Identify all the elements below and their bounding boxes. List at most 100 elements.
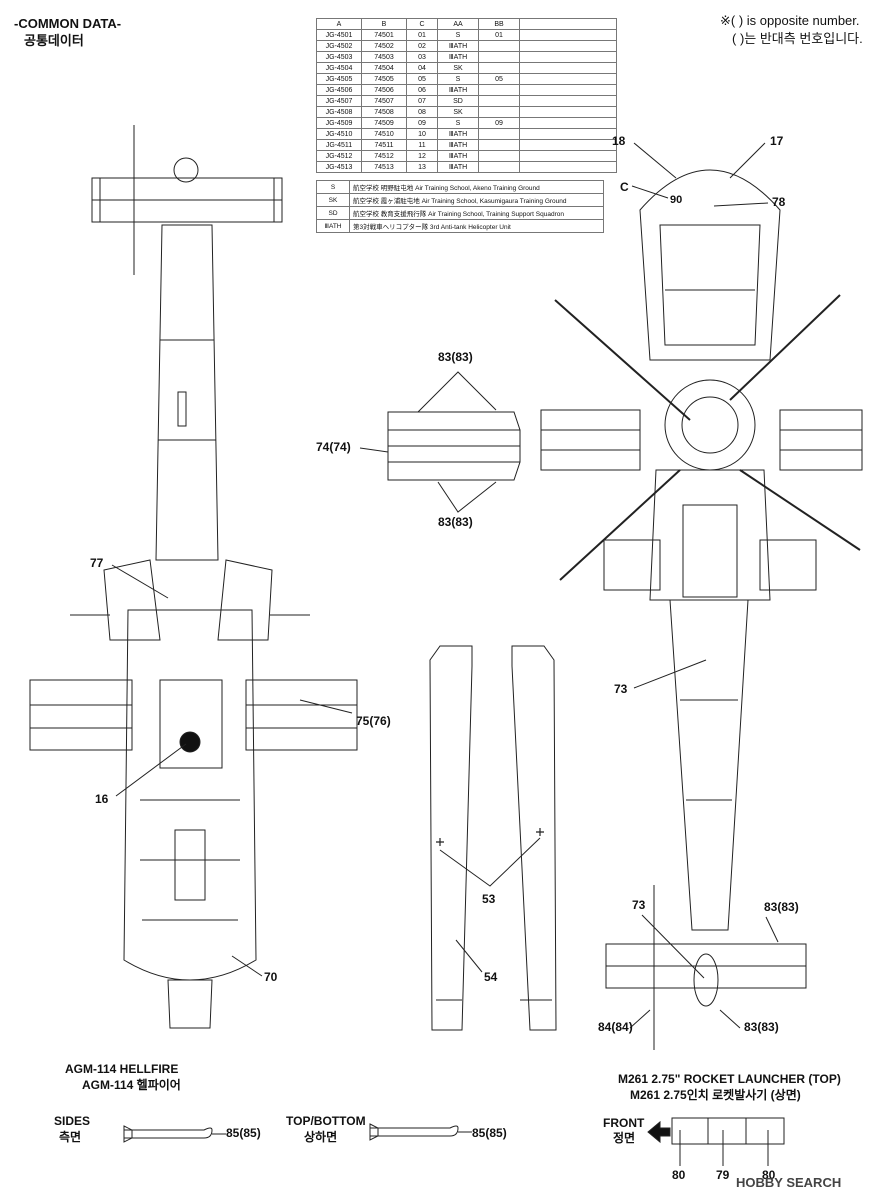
callout-16: 16	[95, 792, 109, 806]
header-title-ko: 공통데이터	[24, 33, 84, 48]
leader-77	[111, 564, 169, 599]
left-engine	[103, 559, 161, 641]
leader-84	[629, 1009, 651, 1029]
cockpit-canopy	[639, 169, 781, 361]
callout-18: 18	[612, 134, 626, 148]
legend-desc: 第3対戦車ヘリコプター隊 3rd Anti-tank Helicopter Un…	[349, 219, 604, 233]
callout-84: 84(84)	[598, 1020, 633, 1034]
rocket-title-ko: M261 2.75인치 로켓발사기 (상면)	[630, 1088, 801, 1102]
leader-73-top	[633, 659, 707, 689]
rocket-launcher-top	[671, 1117, 785, 1145]
sides-label-ko: 측면	[59, 1130, 82, 1144]
code-table-blank	[519, 161, 617, 173]
leader-18	[633, 142, 677, 179]
right-stub-wing	[245, 679, 358, 751]
leader-c	[631, 185, 669, 199]
left-stub-wing	[29, 679, 133, 751]
topbottom-label-ko: 상하면	[304, 1130, 338, 1144]
missile-fin	[123, 1125, 133, 1143]
callout-78: 78	[772, 195, 786, 209]
hellfire-sides	[123, 1125, 213, 1143]
callout-17: 17	[770, 134, 784, 148]
main-rotor-blade	[729, 294, 841, 401]
fuselage-top	[649, 469, 771, 601]
topbottom-label: TOP/BOTTOM	[286, 1114, 366, 1128]
code-table-cell: 74513	[361, 161, 407, 173]
opposite-note: ※( ) is opposite number.	[720, 13, 860, 28]
tail-boom	[155, 224, 219, 561]
helicopter-bottom-view	[29, 125, 358, 1029]
watermark: HOBBY SEARCH	[736, 1175, 842, 1190]
nose-sensor	[167, 979, 213, 1029]
missile-top	[369, 1125, 459, 1137]
callout-83-right: 83(83)	[764, 900, 799, 914]
callout-53: 53	[482, 892, 496, 906]
front-label-ko: 정면	[613, 1131, 636, 1145]
rotor-mast	[681, 396, 739, 454]
right-wing-top	[779, 409, 863, 471]
leader-78	[713, 202, 769, 207]
fuselage	[123, 609, 257, 981]
stabilizer-detail-view	[387, 411, 521, 481]
missile-fin	[369, 1123, 379, 1141]
callout-77: 77	[90, 556, 104, 570]
callout-70: 70	[264, 970, 278, 984]
callout-54: 54	[484, 970, 498, 984]
leader-83-bottom	[437, 481, 497, 513]
main-rotor-blade	[559, 469, 681, 581]
hellfire-title-ko: AGM-114 헬파이어	[82, 1078, 181, 1092]
hook-point	[179, 731, 201, 753]
callout-80-left: 80	[672, 1168, 686, 1182]
leader-83-right	[765, 916, 779, 943]
leader-53	[439, 837, 541, 887]
missile-side	[123, 1127, 213, 1139]
callout-83-bottom-right: 83(83)	[744, 1020, 779, 1034]
main-rotor-blade	[739, 469, 861, 551]
callout-85-top: 85(85)	[472, 1126, 507, 1140]
callout-75: 75(76)	[356, 714, 391, 728]
opposite-note-ko: ( )는 반대측 번호입니다.	[732, 31, 863, 46]
blade-markers	[436, 828, 544, 846]
wing-lines	[30, 704, 357, 729]
leader-17	[729, 142, 766, 179]
tail-stabilizer	[91, 177, 283, 223]
stabilizer-lines	[388, 429, 520, 463]
leader-16	[115, 743, 187, 797]
tail-stabilizer-top	[605, 943, 807, 989]
leader-83-bottom-right	[719, 1009, 741, 1029]
helicopter-top-view	[540, 169, 863, 1050]
launcher-body	[671, 1117, 785, 1145]
rotor-blades	[429, 645, 557, 1031]
sides-label: SIDES	[54, 1114, 91, 1128]
callout-73-top: 73	[614, 682, 628, 696]
leader-74	[359, 447, 389, 453]
tail-fin-top	[693, 953, 719, 1007]
right-engine	[217, 559, 273, 641]
front-arrow	[647, 1120, 671, 1144]
hellfire-title: AGM-114 HELLFIRE	[65, 1062, 179, 1076]
tail-rotor-hub	[173, 157, 199, 183]
leader-75	[299, 699, 353, 714]
callout-73-bottom: 73	[632, 898, 646, 912]
belly-panel	[159, 679, 223, 769]
wing-top-lines	[541, 429, 862, 451]
tail-boom-top	[669, 599, 749, 931]
stabilizer-detail	[92, 178, 282, 222]
callout-79: 79	[716, 1168, 730, 1182]
leader-70	[231, 955, 263, 977]
canopy-frame	[659, 224, 761, 346]
leader-83-top	[417, 371, 497, 413]
front-label: FRONT	[603, 1116, 645, 1130]
left-wing-top	[540, 409, 641, 471]
leader-73-bottom	[641, 914, 705, 979]
